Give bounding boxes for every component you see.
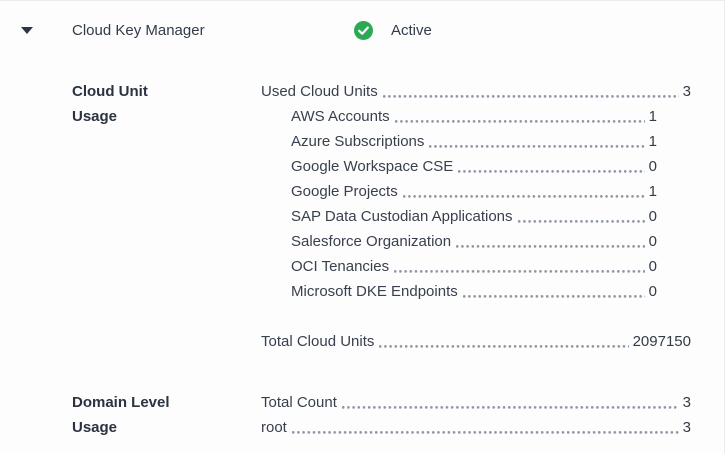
- caret-down-icon[interactable]: [21, 27, 33, 34]
- status-label: Active: [391, 22, 432, 39]
- usage-row-label: AWS Accounts: [291, 108, 390, 125]
- section-domain-level-usage: Domain Level Usage Total Count 3 root 3: [0, 390, 724, 440]
- usage-row: Total Count 3: [261, 390, 691, 415]
- usage-row-label: Google Workspace CSE: [291, 158, 454, 175]
- dotted-leader: [291, 431, 679, 434]
- dotted-leader: [382, 95, 679, 98]
- usage-row-label: Azure Subscriptions: [291, 133, 425, 150]
- usage-row-value: 2097150: [632, 333, 691, 350]
- usage-row: AWS Accounts 1: [291, 104, 657, 129]
- usage-row-value: 3: [682, 394, 691, 411]
- usage-row: Used Cloud Units 3: [261, 79, 691, 104]
- usage-row: Microsoft DKE Endpoints 0: [291, 279, 657, 304]
- dotted-leader: [429, 145, 645, 148]
- usage-group: Total Count 3 root 3: [261, 390, 691, 440]
- dotted-leader: [456, 245, 645, 248]
- dotted-leader: [394, 270, 645, 273]
- section-label: Domain Level Usage: [72, 394, 170, 436]
- usage-row-value: 0: [648, 158, 657, 175]
- usage-row: Google Workspace CSE 0: [291, 154, 657, 179]
- usage-group: Used Cloud Units 3 AWS Accounts 1 Azure …: [261, 79, 691, 304]
- usage-row: SAP Data Custodian Applications 0: [291, 204, 657, 229]
- usage-row-label: Microsoft DKE Endpoints: [291, 283, 458, 300]
- dotted-leader: [517, 220, 645, 223]
- usage-row-value: 1: [648, 183, 657, 200]
- usage-row-value: 0: [648, 258, 657, 275]
- section-content: Used Cloud Units 3 AWS Accounts 1 Azure …: [261, 79, 724, 354]
- dotted-leader: [394, 120, 645, 123]
- usage-group: Total Cloud Units 2097150: [261, 329, 691, 354]
- usage-row-label: Salesforce Organization: [291, 233, 452, 250]
- usage-sections: Cloud Unit Usage Used Cloud Units 3 AWS …: [0, 79, 724, 440]
- section-content: Total Count 3 root 3: [261, 390, 724, 440]
- usage-row-label: Total Count: [261, 394, 337, 411]
- dotted-leader: [462, 295, 645, 298]
- section-label: Cloud Unit Usage: [72, 83, 148, 125]
- usage-row: Azure Subscriptions 1: [291, 129, 657, 154]
- usage-row-label: Used Cloud Units: [261, 83, 378, 100]
- dotted-leader: [379, 345, 629, 348]
- usage-row: OCI Tenancies 0: [291, 254, 657, 279]
- usage-row-value: 3: [682, 83, 691, 100]
- usage-row: Salesforce Organization 0: [291, 229, 657, 254]
- dotted-leader: [341, 406, 679, 409]
- usage-row-label: SAP Data Custodian Applications: [291, 208, 513, 225]
- usage-row-value: 0: [648, 233, 657, 250]
- usage-row-label: root: [261, 419, 287, 436]
- usage-row-label: Total Cloud Units: [261, 333, 375, 350]
- section-cloud-unit-usage: Cloud Unit Usage Used Cloud Units 3 AWS …: [0, 79, 724, 354]
- usage-row-label: OCI Tenancies: [291, 258, 390, 275]
- usage-row: Google Projects 1: [291, 179, 657, 204]
- usage-row-value: 1: [648, 133, 657, 150]
- usage-row-value: 0: [648, 208, 657, 225]
- usage-row-value: 3: [682, 419, 691, 436]
- usage-row: Total Cloud Units 2097150: [261, 329, 691, 354]
- usage-row: root 3: [261, 415, 691, 440]
- dotted-leader: [458, 170, 645, 173]
- service-title: Cloud Key Manager: [72, 22, 205, 39]
- dotted-leader: [402, 195, 645, 198]
- check-circle-icon: [354, 21, 373, 40]
- usage-row-label: Google Projects: [291, 183, 398, 200]
- usage-row-value: 1: [648, 108, 657, 125]
- status-badge: Active: [354, 20, 432, 41]
- service-header-row: Cloud Key Manager Active: [0, 1, 724, 59]
- usage-row-value: 0: [648, 283, 657, 300]
